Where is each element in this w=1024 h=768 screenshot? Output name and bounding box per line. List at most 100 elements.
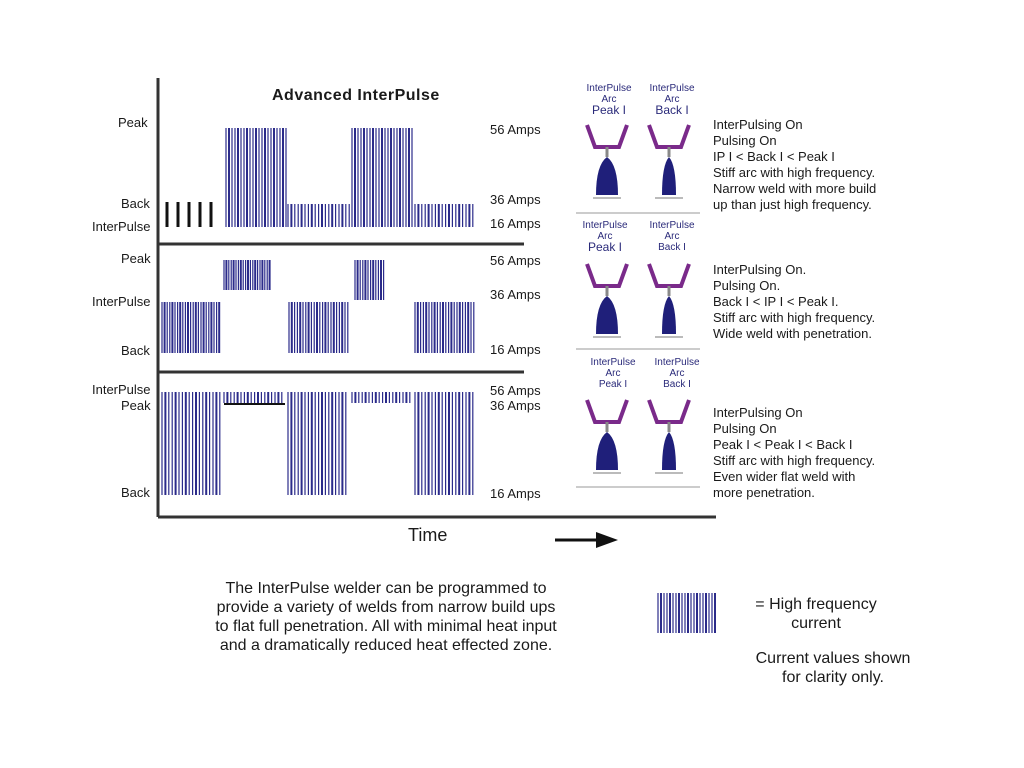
legend-swatch-lines [657, 593, 716, 633]
panel1-interpulse-bars [165, 202, 213, 227]
clarity-note: Current values shown for clarity only. [733, 649, 933, 687]
panel3-arc-left-heading: InterPulse Arc Peak I [585, 357, 641, 390]
panel3-desc-line1: InterPulsing On [713, 405, 803, 420]
panel1-interpulse-label: InterPulse [92, 219, 151, 234]
waveform-panel-3 [161, 392, 474, 495]
panel1-amps-36: 36 Amps [490, 192, 541, 207]
panel2-amps-16: 16 Amps [490, 342, 541, 357]
panel3-arc-right-line3: Back I [663, 379, 691, 390]
panel2-arc-right-line3: Back I [658, 242, 686, 253]
panel2-arc-right-heading: InterPulse Arc Back I [642, 220, 702, 253]
panel2-arc-back-icon-nozzle [647, 263, 691, 288]
panel3-arc-left-line1: InterPulse [590, 357, 636, 368]
panel1-arc-left-heading: InterPulse Arc Peak I [581, 83, 637, 116]
legend-text-line2: current [791, 615, 841, 632]
waveform-panel-2 [161, 260, 475, 353]
panel3-amps-16: 16 Amps [490, 486, 541, 501]
panel1-arc-left-line3: Peak I [591, 103, 627, 117]
chart-axes [156, 78, 716, 519]
high-frequency-legend-swatch [657, 593, 716, 633]
panel3-description: InterPulsing On Pulsing On Peak I < Peak… [713, 405, 875, 501]
chart-title: Advanced InterPulse [272, 87, 440, 104]
panel3-arc-left-line2: Arc [605, 368, 621, 379]
panel1-arc-peak-icon [585, 124, 629, 199]
panel3-back-label: Back [121, 485, 150, 500]
panel1-arc-right-line3: Back I [655, 103, 689, 117]
panel1-arc-back-icon [647, 124, 691, 199]
panel2-arc-right-line1: InterPulse [649, 220, 695, 231]
panel3-arc-peak-icon-nozzle [585, 399, 629, 424]
panel1-arc-right-line1: InterPulse [649, 83, 695, 94]
panel2-peak-block-2 [354, 260, 385, 300]
panel3-amps-36: 36 Amps [490, 398, 541, 413]
time-arrow-icon [555, 532, 618, 548]
panel3-amps-56: 56 Amps [490, 383, 541, 398]
panel1-peak-block-1 [225, 128, 287, 227]
panel1-back-block-1 [287, 204, 350, 227]
panel3-interpulse-block-1 [223, 392, 283, 403]
panel3-arc-peak-icon [585, 399, 629, 474]
panel3-arc-right-line1: InterPulse [654, 357, 700, 368]
panel2-interpulse-block-1 [161, 302, 221, 353]
panel1-back-label: Back [121, 196, 150, 211]
panel3-arc-back-icon [647, 399, 691, 474]
waveform-panel-1 [165, 128, 474, 227]
panel1-desc-line5: Narrow weld with more build [713, 181, 877, 196]
panel1-arc-right-heading: InterPulse Arc Back I [642, 83, 702, 116]
panel3-arc-back-icon-nozzle [647, 399, 691, 424]
panel3-interpulse-block-2 [351, 392, 411, 403]
legend-text: = High frequency current [731, 595, 901, 633]
arc-separators [576, 212, 700, 488]
panel1-arc-left-line2: Arc [601, 94, 617, 105]
panel2-arc-right-line2: Arc [664, 231, 680, 242]
panel2-back-label: Back [121, 343, 150, 358]
panel2-desc-line4: Stiff arc with high frequency. [713, 310, 876, 325]
panel3-interpulse-label: InterPulse [92, 382, 151, 397]
panel1-arc-peak-icon-nozzle [585, 124, 629, 149]
footer-note-line2: provide a variety of welds from narrow b… [216, 599, 556, 616]
panel3-arc-left-line3: Peak I [598, 379, 628, 390]
panel3-desc-line4: Stiff arc with high frequency. [713, 453, 876, 468]
panel1-arc-back-icon-nozzle [647, 124, 691, 149]
panel3-desc-line3: Peak I < Peak I < Back I [713, 437, 853, 452]
footer-note-line1: The InterPulse welder can be programmed … [225, 580, 547, 597]
panel1-peak-label: Peak [118, 115, 148, 130]
panel1-desc-line3: IP I < Back I < Peak I [713, 149, 835, 164]
panel1-desc-line2: Pulsing On [713, 133, 777, 148]
panel3-back-block-1 [161, 392, 221, 495]
panel2-arc-left-line1: InterPulse [582, 220, 628, 231]
panel1-peak-block-2 [351, 128, 413, 227]
panel2-desc-line1: InterPulsing On. [713, 262, 807, 277]
panel2-arc-left-heading: InterPulse Arc Peak I [577, 220, 633, 253]
panel2-arc-peak-icon-nozzle [585, 263, 629, 288]
panel2-interpulse-label: InterPulse [92, 294, 151, 309]
panel2-interpulse-block-3 [414, 302, 475, 353]
panel1-arc-back-icon-arc [662, 157, 676, 195]
panel1-amps-16: 16 Amps [490, 216, 541, 231]
panel2-desc-line2: Pulsing On. [713, 278, 781, 293]
x-axis-label: Time [408, 525, 448, 545]
panel2-description: InterPulsing On. Pulsing On. Back I < IP… [713, 262, 875, 342]
arc-illustrations [585, 124, 691, 474]
clarity-note-line1: Current values shown [755, 650, 911, 667]
panel3-arc-right-heading: InterPulse Arc Back I [647, 357, 707, 390]
panel2-arc-peak-icon-arc [596, 296, 618, 334]
footer-note-line4: and a dramatically reduced heat effected… [219, 637, 553, 654]
panel2-arc-left-line2: Arc [597, 231, 613, 242]
panel3-desc-line5: Even wider flat weld with [713, 469, 856, 484]
panel3-back-block-3 [414, 392, 474, 495]
panel3-back-block-2 [287, 392, 347, 495]
panel2-peak-label: Peak [121, 251, 151, 266]
panel2-arc-back-icon-arc [662, 296, 676, 334]
panel1-desc-line4: Stiff arc with high frequency. [713, 165, 876, 180]
panel1-desc-line6: up than just high frequency. [713, 197, 872, 212]
panel3-arc-back-icon-arc [662, 432, 676, 470]
panel2-amps-36: 36 Amps [490, 287, 541, 302]
panel3-arc-peak-icon-arc [596, 432, 618, 470]
panel1-arc-peak-icon-arc [596, 157, 618, 195]
panel1-amps-56: 56 Amps [490, 122, 541, 137]
panel2-interpulse-block-2 [288, 302, 349, 353]
panel1-description: InterPulsing On Pulsing On IP I < Back I… [713, 117, 876, 213]
footer-note: The InterPulse welder can be programmed … [163, 579, 609, 655]
